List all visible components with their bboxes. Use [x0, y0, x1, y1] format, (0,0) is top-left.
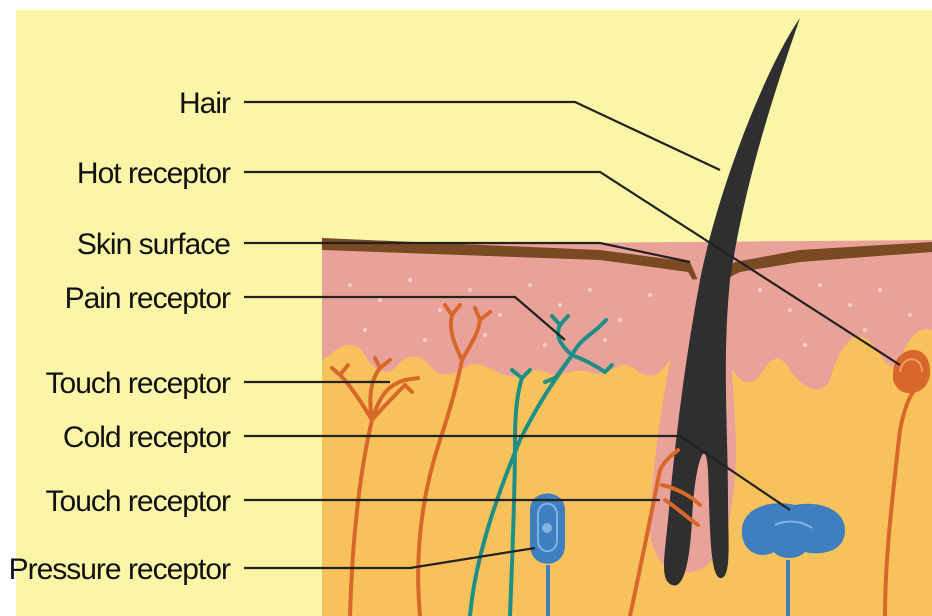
label-touch-receptor-2: Touch receptor [46, 485, 231, 518]
label-cold-receptor: Cold receptor [63, 421, 231, 454]
label-pain-receptor: Pain receptor [65, 282, 231, 315]
label-hot-receptor: Hot receptor [77, 157, 231, 190]
label-pressure-receptor: Pressure receptor [9, 553, 231, 586]
label-touch-receptor-1: Touch receptor [46, 367, 231, 400]
label-skin-surface: Skin surface [77, 228, 230, 261]
label-hair: Hair [179, 87, 231, 120]
